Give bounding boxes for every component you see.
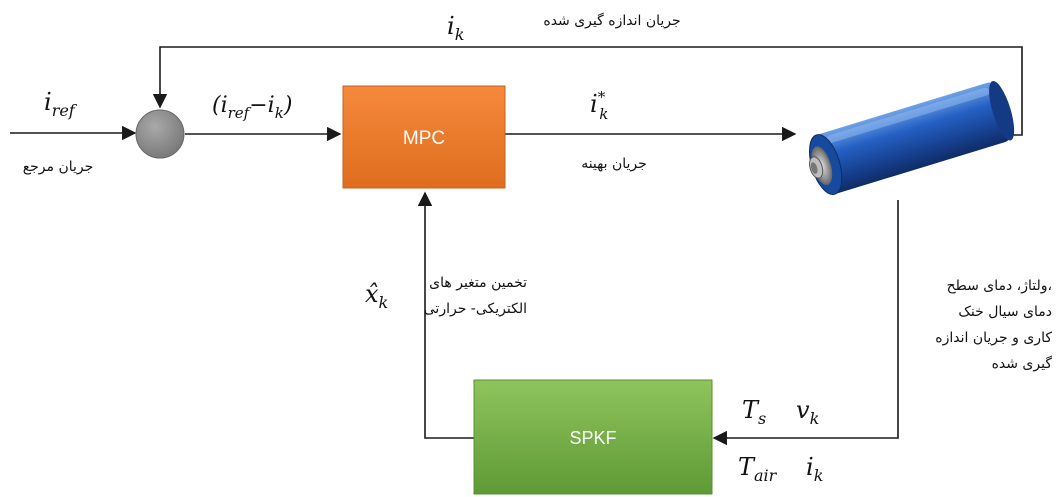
label-state-estimate: x̂k [365,280,388,312]
label-measured-ik: ik [806,453,823,485]
label-measurements-line3: کاری و جریان اندازه [935,330,1052,346]
label-reference-current: جریان مرجع [23,159,94,175]
feedback-line [152,46,1023,136]
summing-junction [135,109,185,159]
label-air-temp: Tair [738,453,778,485]
label-measurements-line2: دمای سیال خنک [958,304,1052,320]
mpc-block: MPC [342,85,506,189]
label-feedback-current: ik [447,12,464,44]
label-measured-current: جریان اندازه گیری شده [543,12,680,29]
battery-cell-icon [809,81,1015,195]
label-measurements-line4: گیری شده [992,355,1053,372]
label-surface-temp: Ts [742,396,766,428]
label-estimate-line2: الکتریکی- حرارتی [424,301,527,317]
estimate-line [417,191,474,439]
measurement-line [712,200,899,446]
label-estimate-line1: تخمین متغیر های [429,275,527,291]
spkf-label: SPKF [569,428,616,448]
label-i-ref: iref [44,88,78,120]
label-optimal-current-symbol: i*k [590,88,608,123]
label-optimal-current: جریان بهینه [581,156,647,172]
label-voltage: vk [796,396,819,428]
label-measurements-line1: ولتاژ، دمای سطح، [947,278,1052,294]
mpc-label: MPC [403,128,445,149]
label-error-signal: (iref−ik) [212,93,292,122]
spkf-block: SPKF [473,379,713,495]
